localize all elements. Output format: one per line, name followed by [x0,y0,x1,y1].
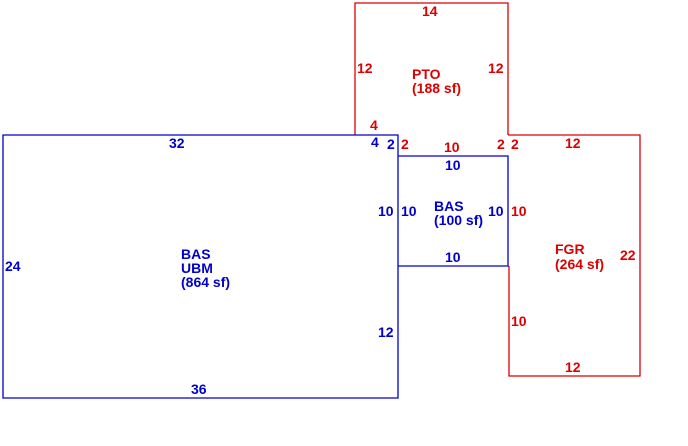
dim-pto-right: 12 [488,60,504,76]
dim-fgr-left-lower: 10 [511,313,527,329]
dim-main-right-upper: 10 [378,203,394,219]
dim-fgr-top: 12 [565,135,581,151]
dim-small-bottom: 10 [445,249,461,265]
bas-main-label-2: UBM [181,260,213,276]
dim-fgr-right: 22 [620,247,636,263]
bas-small-outline [398,155,509,267]
bas-small-label-1: BAS [434,198,464,214]
dim-small-left: 10 [401,203,417,219]
dim-pto-lower-left: 4 [370,117,378,133]
bas-main-outline [2,134,399,399]
bas-main-label-1: BAS [181,246,211,262]
dim-main-bottom: 36 [191,381,207,397]
dim-fgr-bottom: 12 [565,359,581,375]
dim-main-top: 32 [169,135,185,151]
fgr-label-1: FGR [555,241,585,257]
dim-pto-step-left: 2 [401,136,409,152]
dim-fgr-step: 2 [511,136,519,152]
bas-small-label-2: (100 sf) [434,212,483,228]
fgr-label-2: (264 sf) [555,256,604,272]
bas-main-label-3: (864 sf) [181,274,230,290]
dim-main-left: 24 [5,258,21,274]
pto-label-1: PTO [412,66,441,82]
dim-pto-top: 14 [422,3,438,19]
dim-pto-bottom: 10 [444,139,460,155]
dim-pto-step-right: 2 [497,136,505,152]
dim-pto-left: 12 [357,60,373,76]
fgr-outline [508,134,641,377]
dim-small-top: 10 [445,157,461,173]
dim-small-right: 10 [488,203,504,219]
dim-main-right-lower: 12 [378,324,394,340]
dim-main-notch-4: 4 [371,134,379,150]
pto-outline [354,2,509,135]
dim-main-notch-2: 2 [387,136,395,152]
pto-label-2: (188 sf) [412,80,461,96]
dim-fgr-left-upper: 10 [511,203,527,219]
